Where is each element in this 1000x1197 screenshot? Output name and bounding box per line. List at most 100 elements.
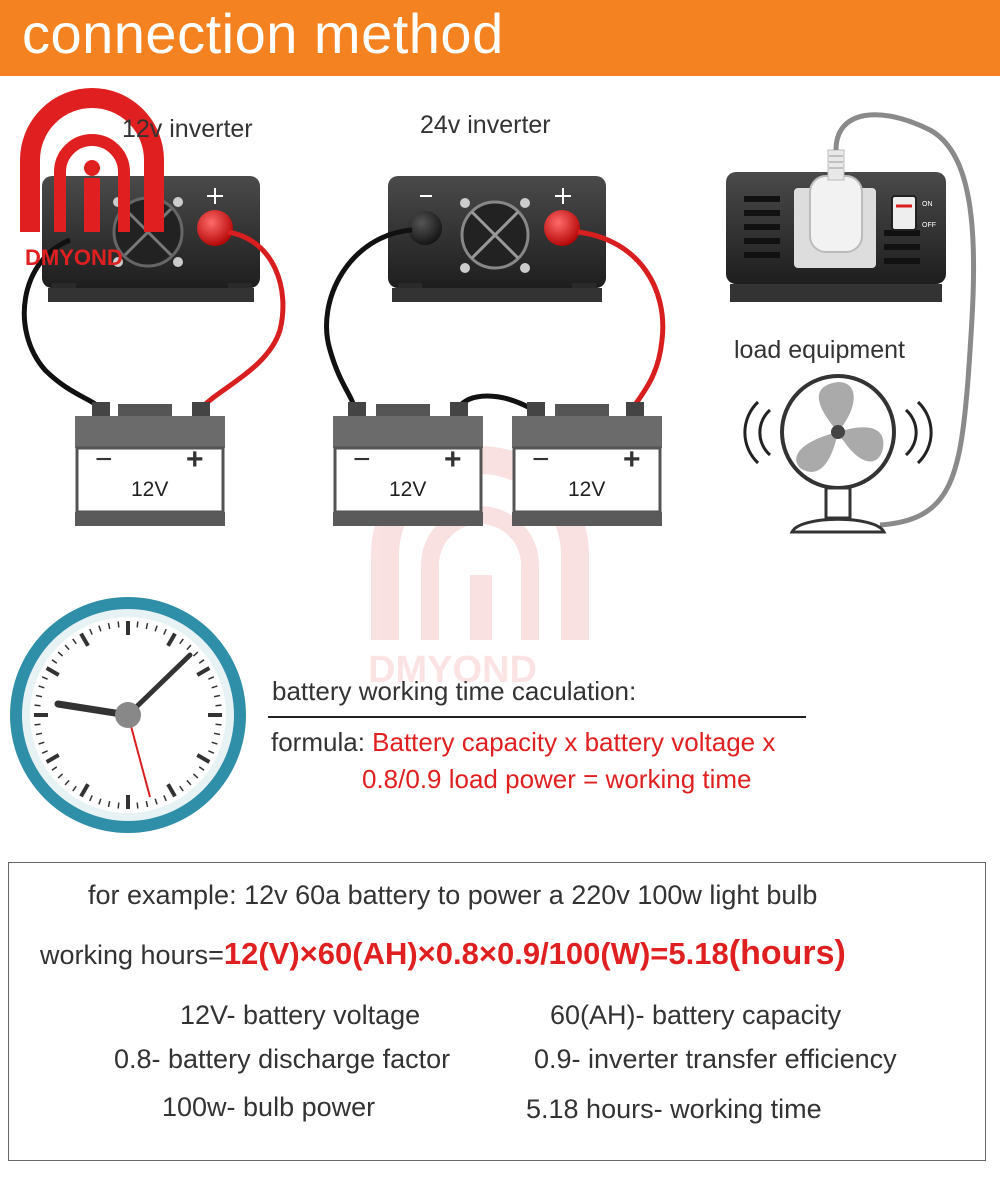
clock-tick <box>192 651 199 657</box>
power-cord <box>833 112 977 528</box>
clock-tick <box>179 638 184 645</box>
clock-tick <box>117 621 120 628</box>
battery2-voltage: 12V <box>389 478 427 501</box>
battery1-voltage: 12V <box>131 478 169 501</box>
clock-tick <box>186 779 192 786</box>
battery-24v-right <box>512 402 662 526</box>
battery-24v-left <box>333 402 483 526</box>
battery3-voltage: 12V <box>568 478 606 501</box>
wiring-12v <box>21 229 286 412</box>
battery-12v-single <box>75 402 225 526</box>
brand-logo <box>20 88 164 232</box>
clock-tick <box>38 685 45 689</box>
clock-tick <box>166 632 177 647</box>
clock-tick <box>41 750 48 754</box>
formula-line1: formula: Battery capacity x battery volt… <box>271 727 775 758</box>
clock-tick <box>145 800 149 808</box>
clock-tick <box>163 628 167 635</box>
clock-tick <box>34 704 41 707</box>
formula-line2: 0.8/0.9 load power = working time <box>362 764 752 794</box>
clock-tick <box>192 773 199 779</box>
clock-tick <box>211 685 218 689</box>
battery2-minus: − <box>353 443 371 476</box>
watermark-text: DMYOND <box>368 649 537 691</box>
clock-tick <box>35 732 43 736</box>
example-box <box>8 862 986 1161</box>
brand-logo-text: DMYOND <box>25 245 123 270</box>
fan-icon <box>743 374 933 534</box>
clock-tick <box>198 766 205 771</box>
clock-tick <box>196 753 211 764</box>
calc-title: battery working time caculation: <box>272 676 637 706</box>
battery2-plus: + <box>444 443 462 476</box>
clock-tick <box>215 723 222 726</box>
clock-tick <box>98 625 102 632</box>
clock-tick <box>34 723 41 726</box>
clock-tick <box>38 741 45 745</box>
legend-item: 100w- bulb power <box>162 1092 376 1122</box>
page-title: connection method <box>22 2 504 65</box>
clock-tick <box>154 798 158 805</box>
battery1-minus: − <box>95 443 113 476</box>
clock-tick <box>136 621 139 628</box>
clock-tick <box>179 785 184 792</box>
clock-tick <box>41 676 48 680</box>
clock-tick <box>72 638 77 645</box>
legend-item: 0.9- inverter transfer efficiency <box>534 1044 897 1074</box>
legend-item: 5.18 hours- working time <box>526 1094 822 1124</box>
clock-tick <box>79 783 90 798</box>
formula-prefix: formula: <box>271 727 373 757</box>
clock-tick <box>51 659 58 664</box>
clock-tick <box>154 625 158 632</box>
battery1-plus: + <box>186 443 204 476</box>
clock-tick <box>211 741 218 745</box>
clock-tick <box>196 666 211 677</box>
load-equipment-label: load equipment <box>734 336 905 364</box>
example-calc-line: working hours=12(V)×60(AH)×0.8×0.9/100(W… <box>40 934 846 973</box>
calc-unit: (hours) <box>728 934 846 972</box>
clock-tick <box>186 644 192 651</box>
clock-tick <box>208 676 215 680</box>
clock-tick <box>145 622 149 630</box>
calc-expression: 12(V)×60(AH)×0.8×0.9/100(W)=5.18 <box>223 936 729 971</box>
clock-tick <box>45 753 60 764</box>
clock-tick <box>107 800 111 808</box>
clock-tick <box>64 644 70 651</box>
clock-tick <box>98 798 102 805</box>
clock-tick <box>64 779 70 786</box>
switch-off-label: OFF <box>922 222 936 229</box>
clock-tick <box>35 694 43 698</box>
legend-item: 60(AH)- battery capacity <box>550 1000 842 1030</box>
clock-tick <box>215 704 222 707</box>
clock-tick <box>57 773 64 779</box>
clock-tick <box>213 732 221 736</box>
clock-tick <box>163 795 167 802</box>
legend-item: 12V- battery voltage <box>180 1000 421 1030</box>
clock-tick <box>208 750 215 754</box>
clock-tick <box>72 785 77 792</box>
clock-tick <box>117 802 120 809</box>
battery3-plus: + <box>623 443 641 476</box>
clock-tick <box>79 632 90 647</box>
example-intro: for example: 12v 60a battery to power a … <box>88 880 818 910</box>
clock-tick <box>57 651 64 657</box>
inverter-output-socket <box>726 149 946 302</box>
clock-icon <box>10 597 246 833</box>
inverter-24v <box>388 176 606 302</box>
switch-on-label: ON <box>922 201 933 208</box>
clock-tick <box>45 666 60 677</box>
clock-tick <box>51 766 58 771</box>
clock-tick <box>89 795 93 802</box>
header-banner: connection method <box>0 0 1000 76</box>
clock-tick <box>213 694 221 698</box>
clock-tick <box>166 783 177 798</box>
calc-prefix: working hours= <box>40 940 224 970</box>
legend-item: 0.8- battery discharge factor <box>114 1044 451 1074</box>
clock-tick <box>198 659 205 664</box>
clock-tick <box>136 802 139 809</box>
formula-text-line1: Battery capacity x battery voltage x <box>372 727 776 757</box>
clock-tick <box>107 622 111 630</box>
inverter-12v-label: 12v inverter <box>122 115 253 143</box>
battery3-minus: − <box>532 443 550 476</box>
